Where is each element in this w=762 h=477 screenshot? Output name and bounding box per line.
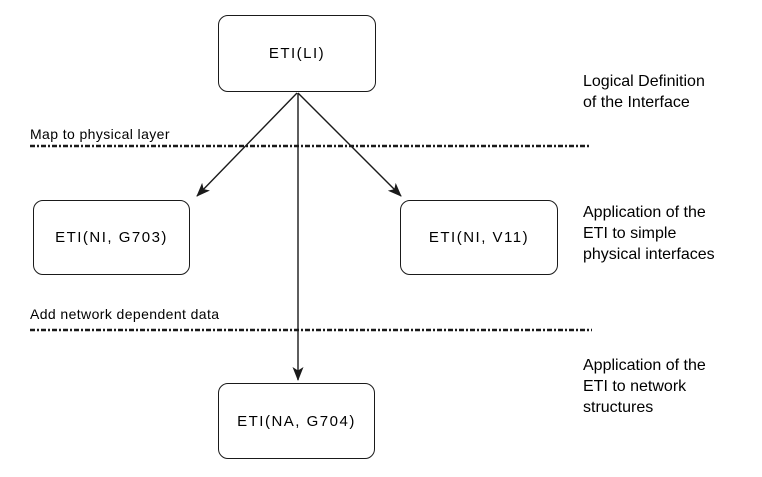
node-label: ETI(LI): [268, 45, 326, 62]
node-eti-li: ETI(LI): [218, 15, 376, 92]
separator-label-add-network-dependent-data: Add network dependent data: [30, 306, 220, 322]
annotation-line: ETI to simple: [583, 225, 677, 242]
separator-label-map-to-physical-layer: Map to physical layer: [30, 126, 170, 142]
annotation-logical-definition: Logical Definition of the Interface: [583, 71, 705, 113]
annotation-line: physical interfaces: [583, 246, 715, 263]
node-eti-ni-v11: ETI(NI, V11): [400, 200, 558, 275]
annotation-line: ETI to network: [583, 378, 687, 395]
annotation-line: of the Interface: [583, 94, 690, 111]
annotation-line: Logical Definition: [583, 73, 705, 90]
node-eti-na-g704: ETI(NA, G704): [218, 383, 375, 459]
node-label: ETI(NI, V11): [428, 229, 530, 246]
arrow-top-to-right: [297, 92, 402, 197]
annotation-network-structures: Application of the ETI to network struct…: [583, 355, 706, 418]
node-label: ETI(NI, G703): [55, 229, 168, 246]
annotation-simple-physical-interfaces: Application of the ETI to simple physica…: [583, 202, 715, 265]
node-eti-ni-g703: ETI(NI, G703): [33, 200, 190, 275]
annotation-line: structures: [583, 399, 654, 416]
annotation-line: Application of the: [583, 357, 706, 374]
node-label: ETI(NA, G704): [237, 412, 356, 430]
arrow-top-to-left: [196, 92, 298, 197]
annotation-line: Application of the: [583, 204, 706, 221]
